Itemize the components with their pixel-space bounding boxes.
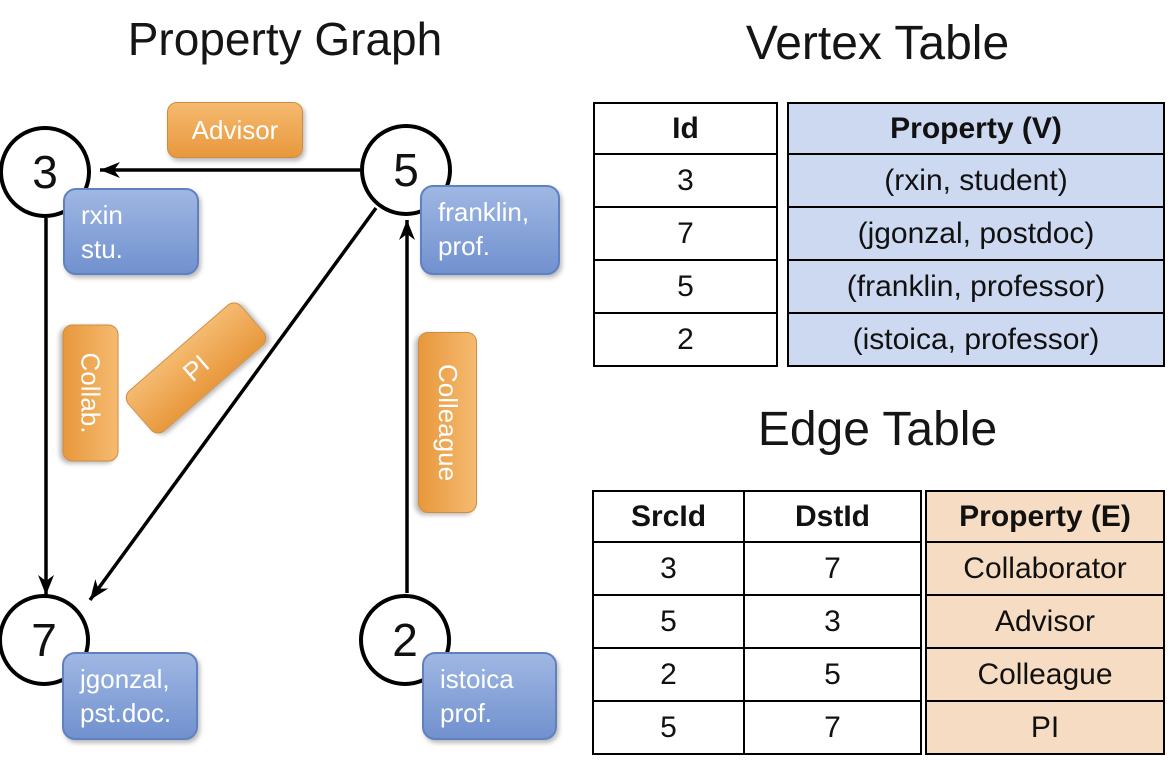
- edge-label-collab: Collab.: [62, 324, 119, 462]
- edge-table-header-property: Property (E): [925, 490, 1165, 543]
- graph-node-2: 2: [359, 594, 451, 686]
- edge-label-advisor: Advisor: [167, 102, 303, 158]
- node-id: 2: [392, 614, 418, 666]
- vertex-label-line1: rxin: [81, 200, 123, 230]
- node-id: 3: [32, 146, 58, 198]
- vertex-property-cell: (franklin, professor): [787, 259, 1165, 314]
- edge-table-property-column: Property (E) Collaborator Advisor Collea…: [925, 490, 1165, 755]
- edge-table-title: Edge Table: [757, 403, 998, 456]
- vertex-table-property-column: Property (V) (rxin, student) (jgonzal, p…: [787, 102, 1165, 367]
- edge-property-cell: Colleague: [925, 647, 1165, 702]
- node-id: 7: [31, 614, 57, 666]
- node-id: 5: [393, 144, 419, 196]
- edge-property-cell: Advisor: [925, 594, 1165, 649]
- vertex-label-franklin: franklin, prof.: [420, 185, 560, 275]
- vertex-property-cell: (istoica, professor): [787, 312, 1165, 367]
- edge-property-cell: PI: [925, 700, 1165, 755]
- graph-node-5: 5: [360, 124, 452, 216]
- vertex-id-cell: 2: [593, 312, 778, 367]
- edge-dst-cell: 7: [743, 541, 922, 596]
- vertex-table-id-column: Id 3 7 5 2: [593, 102, 778, 367]
- edge-src-cell: 5: [592, 594, 745, 649]
- edge-table-header-dstid: DstId: [743, 490, 922, 543]
- edge-src-cell: 3: [592, 541, 745, 596]
- edge-property-cell: Collaborator: [925, 541, 1165, 596]
- edge-table-id-columns: SrcId DstId 3 7 5 3 2 5 5 7: [592, 490, 922, 755]
- vertex-id-cell: 7: [593, 206, 778, 261]
- vertex-label-line2: pst.doc.: [80, 698, 172, 729]
- edge-label-pi: PI: [121, 298, 271, 438]
- edge-src-cell: 5: [592, 700, 745, 755]
- property-graph-title: Property Graph: [127, 13, 443, 65]
- edge-src-cell: 2: [592, 647, 745, 702]
- vertex-label-line1: jgonzal,: [80, 664, 170, 694]
- vertex-id-cell: 3: [593, 153, 778, 208]
- vertex-id-cell: 5: [593, 259, 778, 314]
- edge-table-header-srcid: SrcId: [592, 490, 745, 543]
- vertex-label-line2: prof.: [438, 231, 491, 262]
- edge-dst-cell: 7: [743, 700, 922, 755]
- edge-dst-cell: 5: [743, 647, 922, 702]
- vertex-table-title: Vertex Table: [745, 17, 1010, 70]
- vertex-label-line1: franklin,: [438, 197, 530, 227]
- vertex-label-rxin: rxin stu.: [63, 188, 199, 275]
- edge-dst-cell: 3: [743, 594, 922, 649]
- vertex-label-line2: prof.: [440, 698, 493, 729]
- vertex-table-header-id: Id: [593, 102, 778, 155]
- edge-label-colleague: Colleague: [418, 332, 477, 513]
- vertex-label-line2: stu.: [81, 234, 123, 265]
- vertex-label-line1: istoica: [440, 664, 514, 694]
- vertex-property-cell: (rxin, student): [787, 153, 1165, 208]
- vertex-label-jgonzal: jgonzal, pst.doc.: [62, 652, 198, 740]
- vertex-table-header-property: Property (V): [787, 102, 1165, 155]
- vertex-label-istoica: istoica prof.: [422, 652, 557, 740]
- vertex-property-cell: (jgonzal, postdoc): [787, 206, 1165, 261]
